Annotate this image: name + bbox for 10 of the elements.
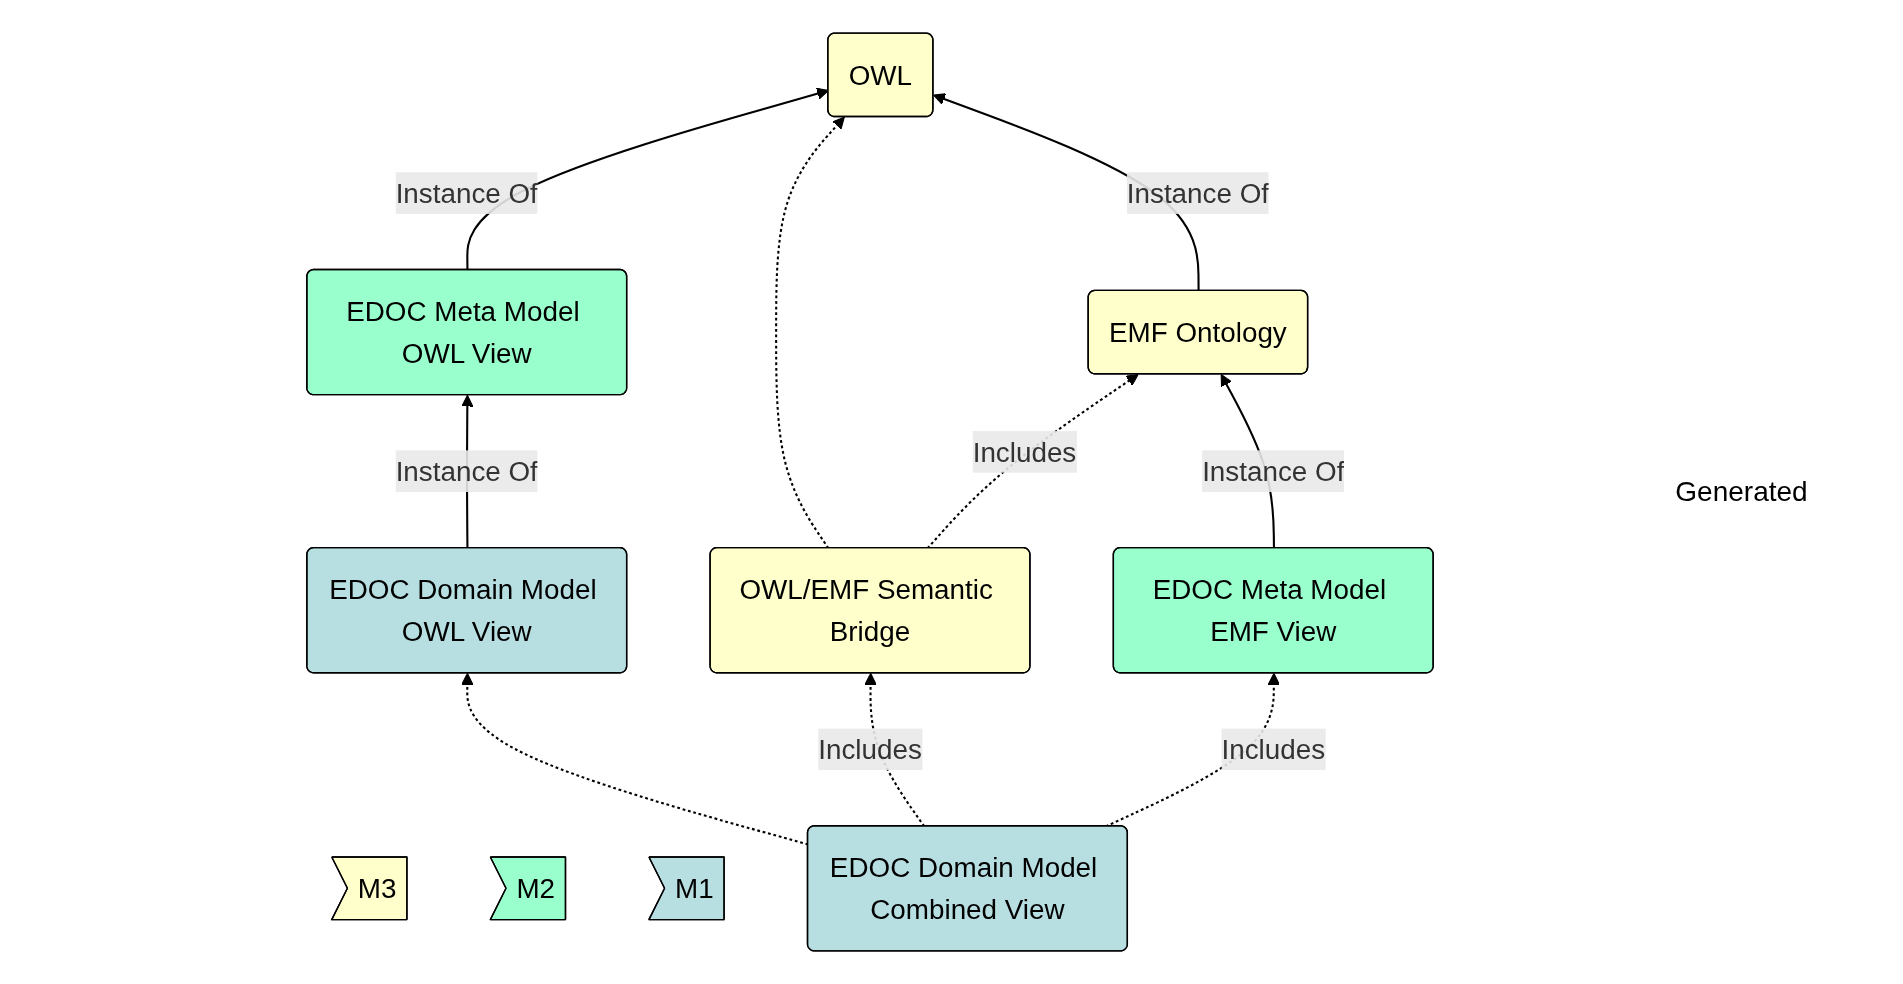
bracket-label: Generated	[1675, 476, 1808, 508]
edge-label: Instance Of	[395, 177, 539, 209]
edge-label: Includes	[973, 436, 1077, 468]
arrow	[927, 373, 1139, 549]
arrow	[775, 116, 846, 549]
edge-label: Instance Of	[1127, 177, 1270, 209]
edge-label: Instance Of	[1202, 455, 1345, 487]
edge-label: Instance Of	[395, 455, 539, 487]
edge-label: Includes	[818, 733, 923, 765]
edge-label: Includes	[1221, 733, 1326, 765]
